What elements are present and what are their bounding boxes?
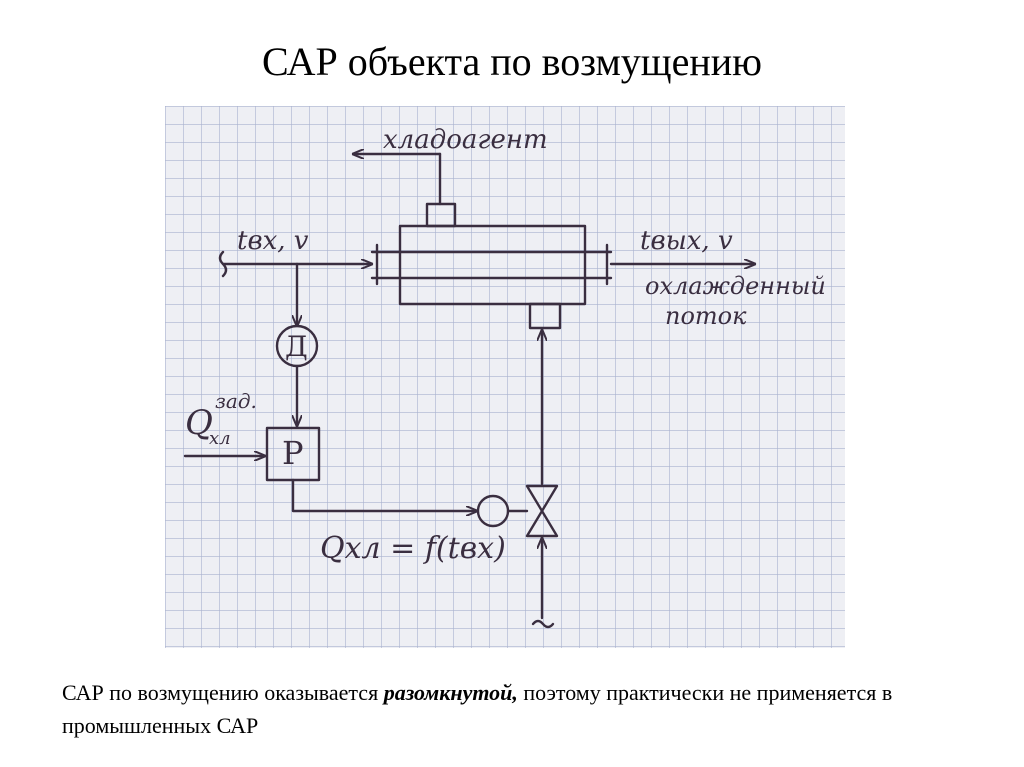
inlet-label: tвх, v (237, 226, 309, 256)
cooled-flow-label-line2: поток (665, 302, 747, 330)
slide-title: САР объекта по возмущению (0, 38, 1024, 86)
control-scheme-sketch: хладоагент tвх, v tвых, v охлажденный по… (165, 106, 845, 648)
outlet-label: tвых, v (640, 226, 733, 256)
regulator-letter: Р (282, 434, 304, 472)
setpoint-subscript: хл (209, 428, 231, 449)
refrigerant-label: хладоагент (383, 125, 548, 155)
sketch-photo: хладоагент tвх, v tвых, v охлажденный по… (165, 106, 845, 648)
cooled-flow-label-line1: охлажденный (645, 272, 826, 300)
sensor-letter: Д (285, 330, 308, 363)
setpoint-superscript: зад. (215, 389, 257, 413)
slide-caption: САР по возмущению оказывается разомкнуто… (62, 676, 992, 742)
caption-emphasis: разомкнутой, (384, 680, 518, 705)
caption-text-start: САР по возмущению оказывается (62, 680, 384, 705)
paper-grid (165, 106, 845, 648)
control-law-label: Qхл = f(tвх) (320, 531, 506, 566)
